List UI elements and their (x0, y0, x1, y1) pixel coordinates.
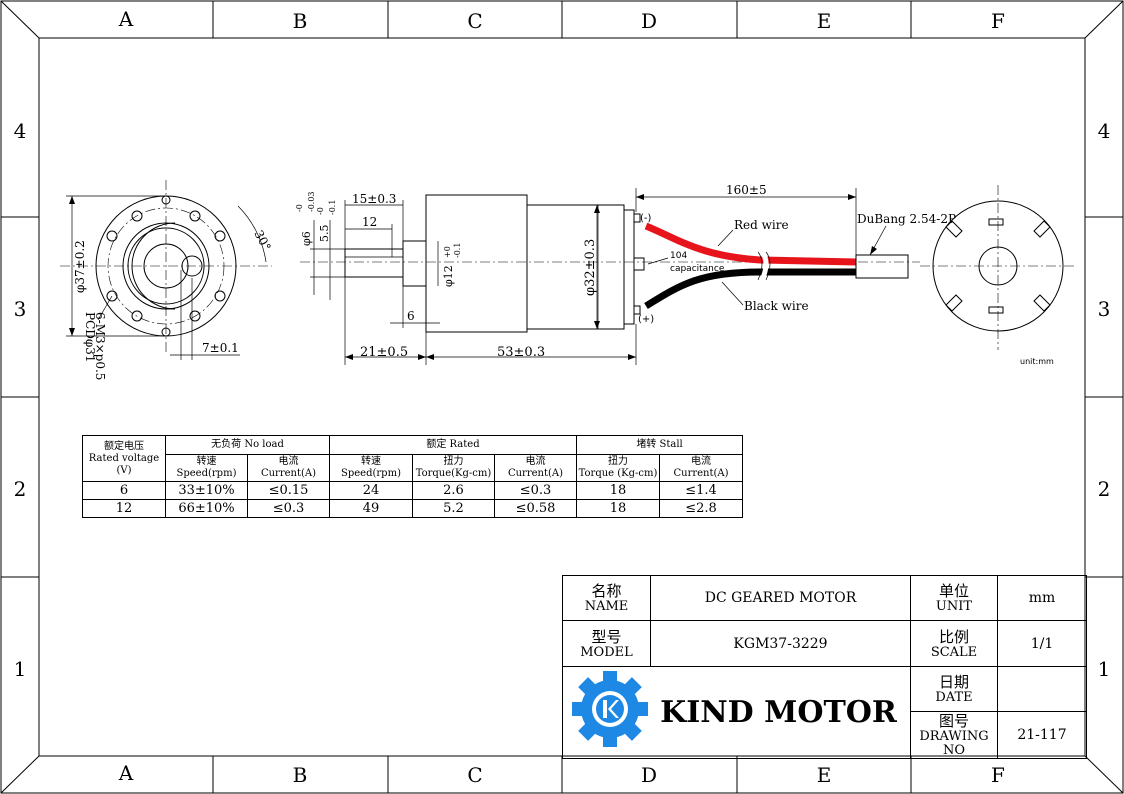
row-label-4-right: 4 (1098, 119, 1111, 143)
dim-shaft-tol-lower: -0.03 (307, 191, 316, 212)
red-wire-label: Red wire (734, 218, 789, 232)
dim-flat-tol-upper: -0 (316, 207, 325, 215)
row-label-2-right: 2 (1098, 477, 1111, 501)
scale-value: 1/1 (997, 620, 1087, 667)
dim-boss-tol-lower: -0.1 (453, 243, 462, 258)
cap-value: 104 (670, 251, 687, 261)
dim-shaft-dia: φ6 (300, 231, 313, 246)
dim-21: 21±0.5 (360, 345, 408, 360)
dim-6: 6 (407, 309, 415, 323)
dim-flat-tol-lower: -0.1 (328, 200, 337, 215)
dim-boss-tol-upper: +0 (443, 246, 452, 258)
col-label-e-bottom: E (817, 763, 832, 787)
cell-r-speed: 24 (329, 481, 413, 500)
black-wire (644, 268, 856, 309)
name-value: DC GEARED MOTOR (650, 575, 911, 621)
table-row: 12 66±10% ≤0.3 49 5.2 ≤0.58 18 ≤2.8 (82, 499, 744, 518)
col-label-e: E (817, 9, 832, 33)
cell-voltage: 12 (82, 499, 166, 518)
row-label-3-right: 3 (1098, 297, 1111, 321)
cell-nl-current: ≤0.3 (247, 499, 330, 518)
red-wire (644, 222, 857, 266)
unit-note: unit:mm (1020, 357, 1054, 366)
dim-offset: 7±0.1 (202, 341, 239, 355)
dim-53: 53±0.3 (497, 345, 545, 360)
cell-s-torque: 18 (576, 481, 661, 500)
col-label-a: A (118, 7, 134, 31)
side-view: 15±0.3 12 21±0.5 53±0.3 6 φ6 -0 -0.03 5.… (295, 183, 956, 365)
dim-pcd: PCDφ31 (83, 312, 97, 363)
dim-wire-length: 160±5 (726, 183, 767, 197)
cell-voltage: 6 (82, 481, 166, 500)
col-label-b: B (293, 9, 308, 33)
unit-value: mm (997, 575, 1087, 621)
col-label-c: C (467, 9, 482, 33)
front-view: φ37±0.2 30° 6-M3×p0.5 PCDφ31 7±0.1 (60, 180, 274, 380)
cell-r-current: ≤0.3 (493, 481, 578, 500)
row-label-4: 4 (14, 119, 27, 143)
dim-motor-dia: φ32±0.3 (583, 239, 598, 296)
dim-flat: 5.5 (318, 225, 331, 243)
cap-label: capacitance (670, 264, 725, 274)
cell-s-torque: 18 (576, 499, 661, 518)
cell-s-current: ≤2.8 (659, 499, 744, 518)
cell-r-torque: 2.6 (412, 481, 495, 500)
col-label-a-bottom: A (118, 761, 134, 785)
terminal-plus: (+) (638, 314, 654, 325)
cell-r-current: ≤0.58 (493, 499, 578, 518)
cell-nl-speed: 66±10% (165, 499, 248, 518)
col-label-c-bottom: C (467, 763, 482, 787)
header-stall: 堵转 Stall (576, 435, 744, 455)
dim-12: 12 (362, 215, 377, 229)
dim-holes: 6-M3×p0.5 (93, 312, 107, 380)
row-label-2: 2 (14, 477, 27, 501)
dim-boss-dia: φ12 (442, 265, 455, 287)
drawing-no-value: 21-117 (997, 711, 1087, 759)
spec-table: 额定电压 Rated voltage (V) 无负荷 No load 额定 Ra… (82, 435, 744, 518)
brand-name: KIND MOTOR (660, 695, 897, 730)
cell-nl-speed: 33±10% (165, 481, 248, 500)
terminal-minus: (-) (640, 213, 652, 224)
dim-shaft-tol-upper: -0 (295, 204, 304, 212)
cell-s-current: ≤1.4 (659, 481, 744, 500)
cell-nl-current: ≤0.15 (247, 481, 330, 500)
model-value: KGM37-3229 (650, 620, 911, 667)
cell-r-speed: 49 (329, 499, 413, 518)
col-label-d: D (641, 9, 657, 33)
col-label-b-bottom: B (293, 763, 308, 787)
col-label-d-bottom: D (641, 763, 657, 787)
cell-r-torque: 5.2 (412, 499, 495, 518)
dim-15: 15±0.3 (352, 192, 396, 206)
date-value (997, 666, 1087, 712)
rear-view: unit:mm (920, 185, 1075, 366)
dim-outer-diameter: φ37±0.2 (73, 240, 87, 293)
header-noload: 无负荷 No load (165, 435, 330, 455)
col-label-f: F (991, 9, 1005, 33)
brand-logo: KIND MOTOR (562, 666, 911, 759)
row-label-1-right: 1 (1098, 657, 1111, 681)
table-row: 6 33±10% ≤0.15 24 2.6 ≤0.3 18 ≤1.4 (82, 481, 744, 500)
dim-angle: 30° (251, 228, 273, 253)
header-rated: 额定 Rated (328, 435, 578, 455)
header-voltage: 额定电压 Rated voltage (V) (82, 435, 166, 482)
connector-label: DuBang 2.54-2P (857, 212, 956, 226)
row-label-3: 3 (14, 297, 27, 321)
black-wire-label: Black wire (744, 299, 809, 313)
row-label-1: 1 (14, 657, 27, 681)
col-label-f-bottom: F (991, 763, 1005, 787)
